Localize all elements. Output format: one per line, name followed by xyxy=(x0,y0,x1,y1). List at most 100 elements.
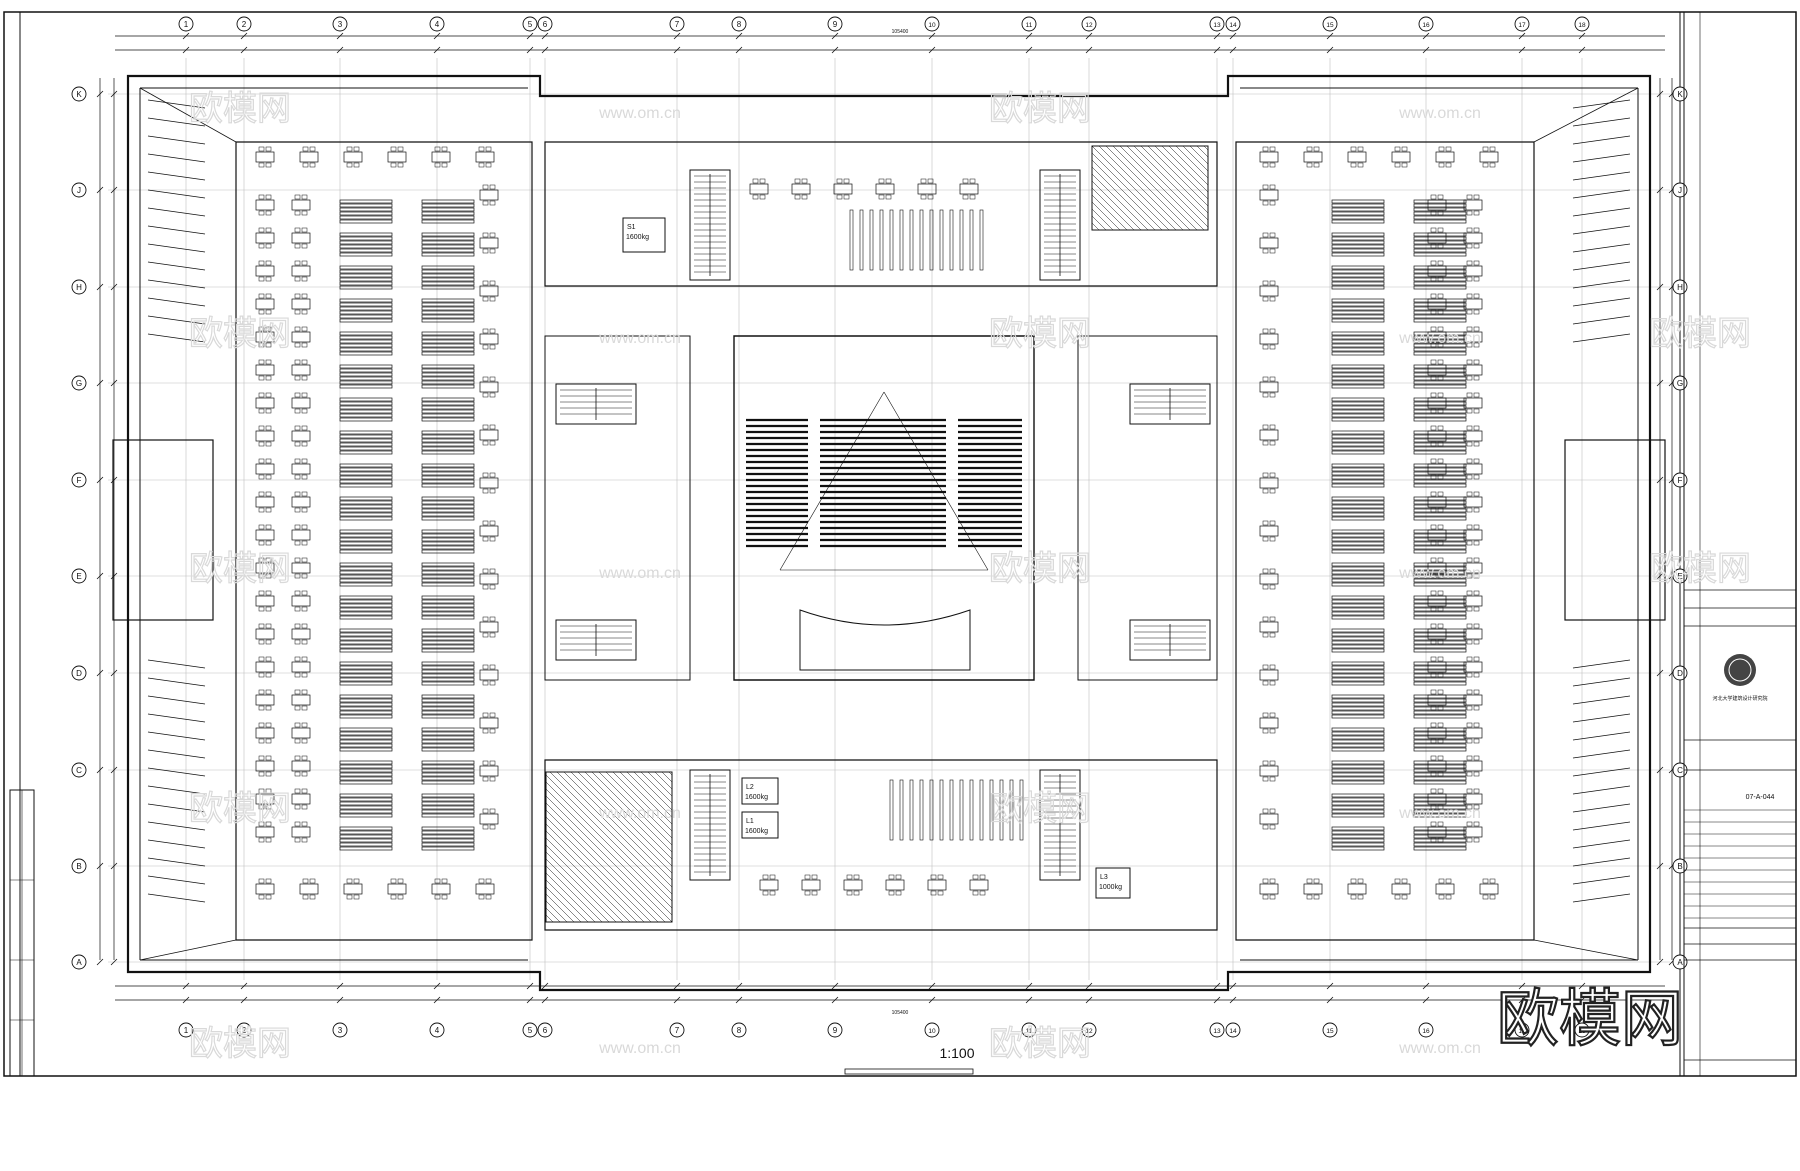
chair xyxy=(1430,738,1437,744)
chair xyxy=(485,162,492,168)
chair xyxy=(1437,524,1444,530)
chair xyxy=(258,342,265,348)
reading-table xyxy=(479,669,499,681)
bookshelf xyxy=(421,648,475,653)
hatched-room xyxy=(1091,145,1209,231)
chair xyxy=(1437,623,1444,629)
axis-label: 7 xyxy=(675,20,680,29)
chair xyxy=(1473,194,1480,200)
bookshelf xyxy=(1331,673,1385,678)
bookshelf xyxy=(421,764,475,769)
bookshelf xyxy=(1413,714,1467,719)
bookshelf xyxy=(949,779,954,841)
fin xyxy=(147,243,206,253)
bookshelf xyxy=(421,760,475,765)
chair xyxy=(258,474,265,480)
chair xyxy=(258,878,265,884)
chair xyxy=(258,260,265,266)
hatch-line xyxy=(1196,145,1209,158)
bookshelf xyxy=(339,780,393,785)
fin xyxy=(147,261,206,271)
bookshelf xyxy=(421,582,475,587)
chair xyxy=(258,590,265,596)
chair xyxy=(1437,441,1444,447)
chair xyxy=(489,632,496,638)
bookshelf xyxy=(1331,549,1385,554)
bookshelf xyxy=(339,384,393,389)
bookshelf xyxy=(999,779,1004,841)
bookshelf xyxy=(1331,318,1385,323)
chair xyxy=(1262,584,1269,590)
bookshelf xyxy=(969,209,974,271)
dimension-tick xyxy=(526,996,534,1004)
reading-table xyxy=(299,151,319,163)
bookshelf xyxy=(1413,277,1467,282)
bookshelf xyxy=(1413,801,1467,806)
chair xyxy=(1262,200,1269,206)
axis-bubble xyxy=(924,1022,940,1038)
axis-label: 2 xyxy=(242,1026,247,1035)
chair xyxy=(258,788,265,794)
dimension-tick xyxy=(110,572,118,580)
chair xyxy=(258,375,265,381)
bookshelf xyxy=(1331,599,1385,604)
bookshelf xyxy=(989,779,994,841)
bookshelf xyxy=(421,215,475,220)
watermark-brand: 欧模网 xyxy=(989,550,1091,588)
chair xyxy=(1430,392,1437,398)
bookshelf xyxy=(1413,372,1467,377)
bookshelf xyxy=(1413,483,1467,488)
chair xyxy=(294,276,301,282)
chair xyxy=(1437,705,1444,711)
bookshelf xyxy=(1331,265,1385,270)
bookshelf xyxy=(1331,417,1385,422)
chair xyxy=(301,260,308,266)
dimension-tick xyxy=(1656,283,1664,291)
chair xyxy=(265,837,272,843)
bookshelf xyxy=(1331,537,1385,542)
chair xyxy=(1482,162,1489,168)
bookshelf xyxy=(421,834,475,839)
fin xyxy=(1572,297,1631,307)
chair xyxy=(294,458,301,464)
chair xyxy=(1466,804,1473,810)
chair xyxy=(301,375,308,381)
axis-bubble xyxy=(731,16,747,32)
bookshelf xyxy=(1413,735,1467,740)
bookshelf xyxy=(1331,504,1385,509)
bookshelf xyxy=(1331,760,1385,765)
scale-label: 1:100 xyxy=(939,1045,974,1061)
bookshelf xyxy=(1331,710,1385,715)
chair xyxy=(302,162,309,168)
reading-table xyxy=(1427,496,1447,508)
fin xyxy=(1572,839,1631,849)
bookshelf xyxy=(1413,739,1467,744)
reading-table xyxy=(255,364,275,376)
chair xyxy=(482,760,489,766)
chair xyxy=(1437,771,1444,777)
chair xyxy=(1466,293,1473,299)
bookshelf xyxy=(1413,628,1467,633)
bookshelf xyxy=(339,760,393,765)
bookshelf xyxy=(339,607,393,612)
bookshelf xyxy=(339,380,393,385)
bookshelf xyxy=(1331,450,1385,455)
reading-table xyxy=(255,760,275,772)
chair xyxy=(1437,408,1444,414)
chair xyxy=(752,178,759,184)
bookshelf xyxy=(1413,252,1467,257)
bookshelf xyxy=(1413,838,1467,843)
chair xyxy=(1438,878,1445,884)
chair xyxy=(301,738,308,744)
axis-bubble xyxy=(669,16,685,32)
bookshelf xyxy=(339,673,393,678)
dimension-tick xyxy=(1656,572,1664,580)
bookshelf xyxy=(421,603,475,608)
chair xyxy=(1269,328,1276,334)
dimension-tick xyxy=(336,46,344,54)
chair xyxy=(1437,359,1444,365)
chair xyxy=(1262,894,1269,900)
chair xyxy=(1466,210,1473,216)
bookshelf xyxy=(1413,644,1467,649)
chair xyxy=(258,425,265,431)
